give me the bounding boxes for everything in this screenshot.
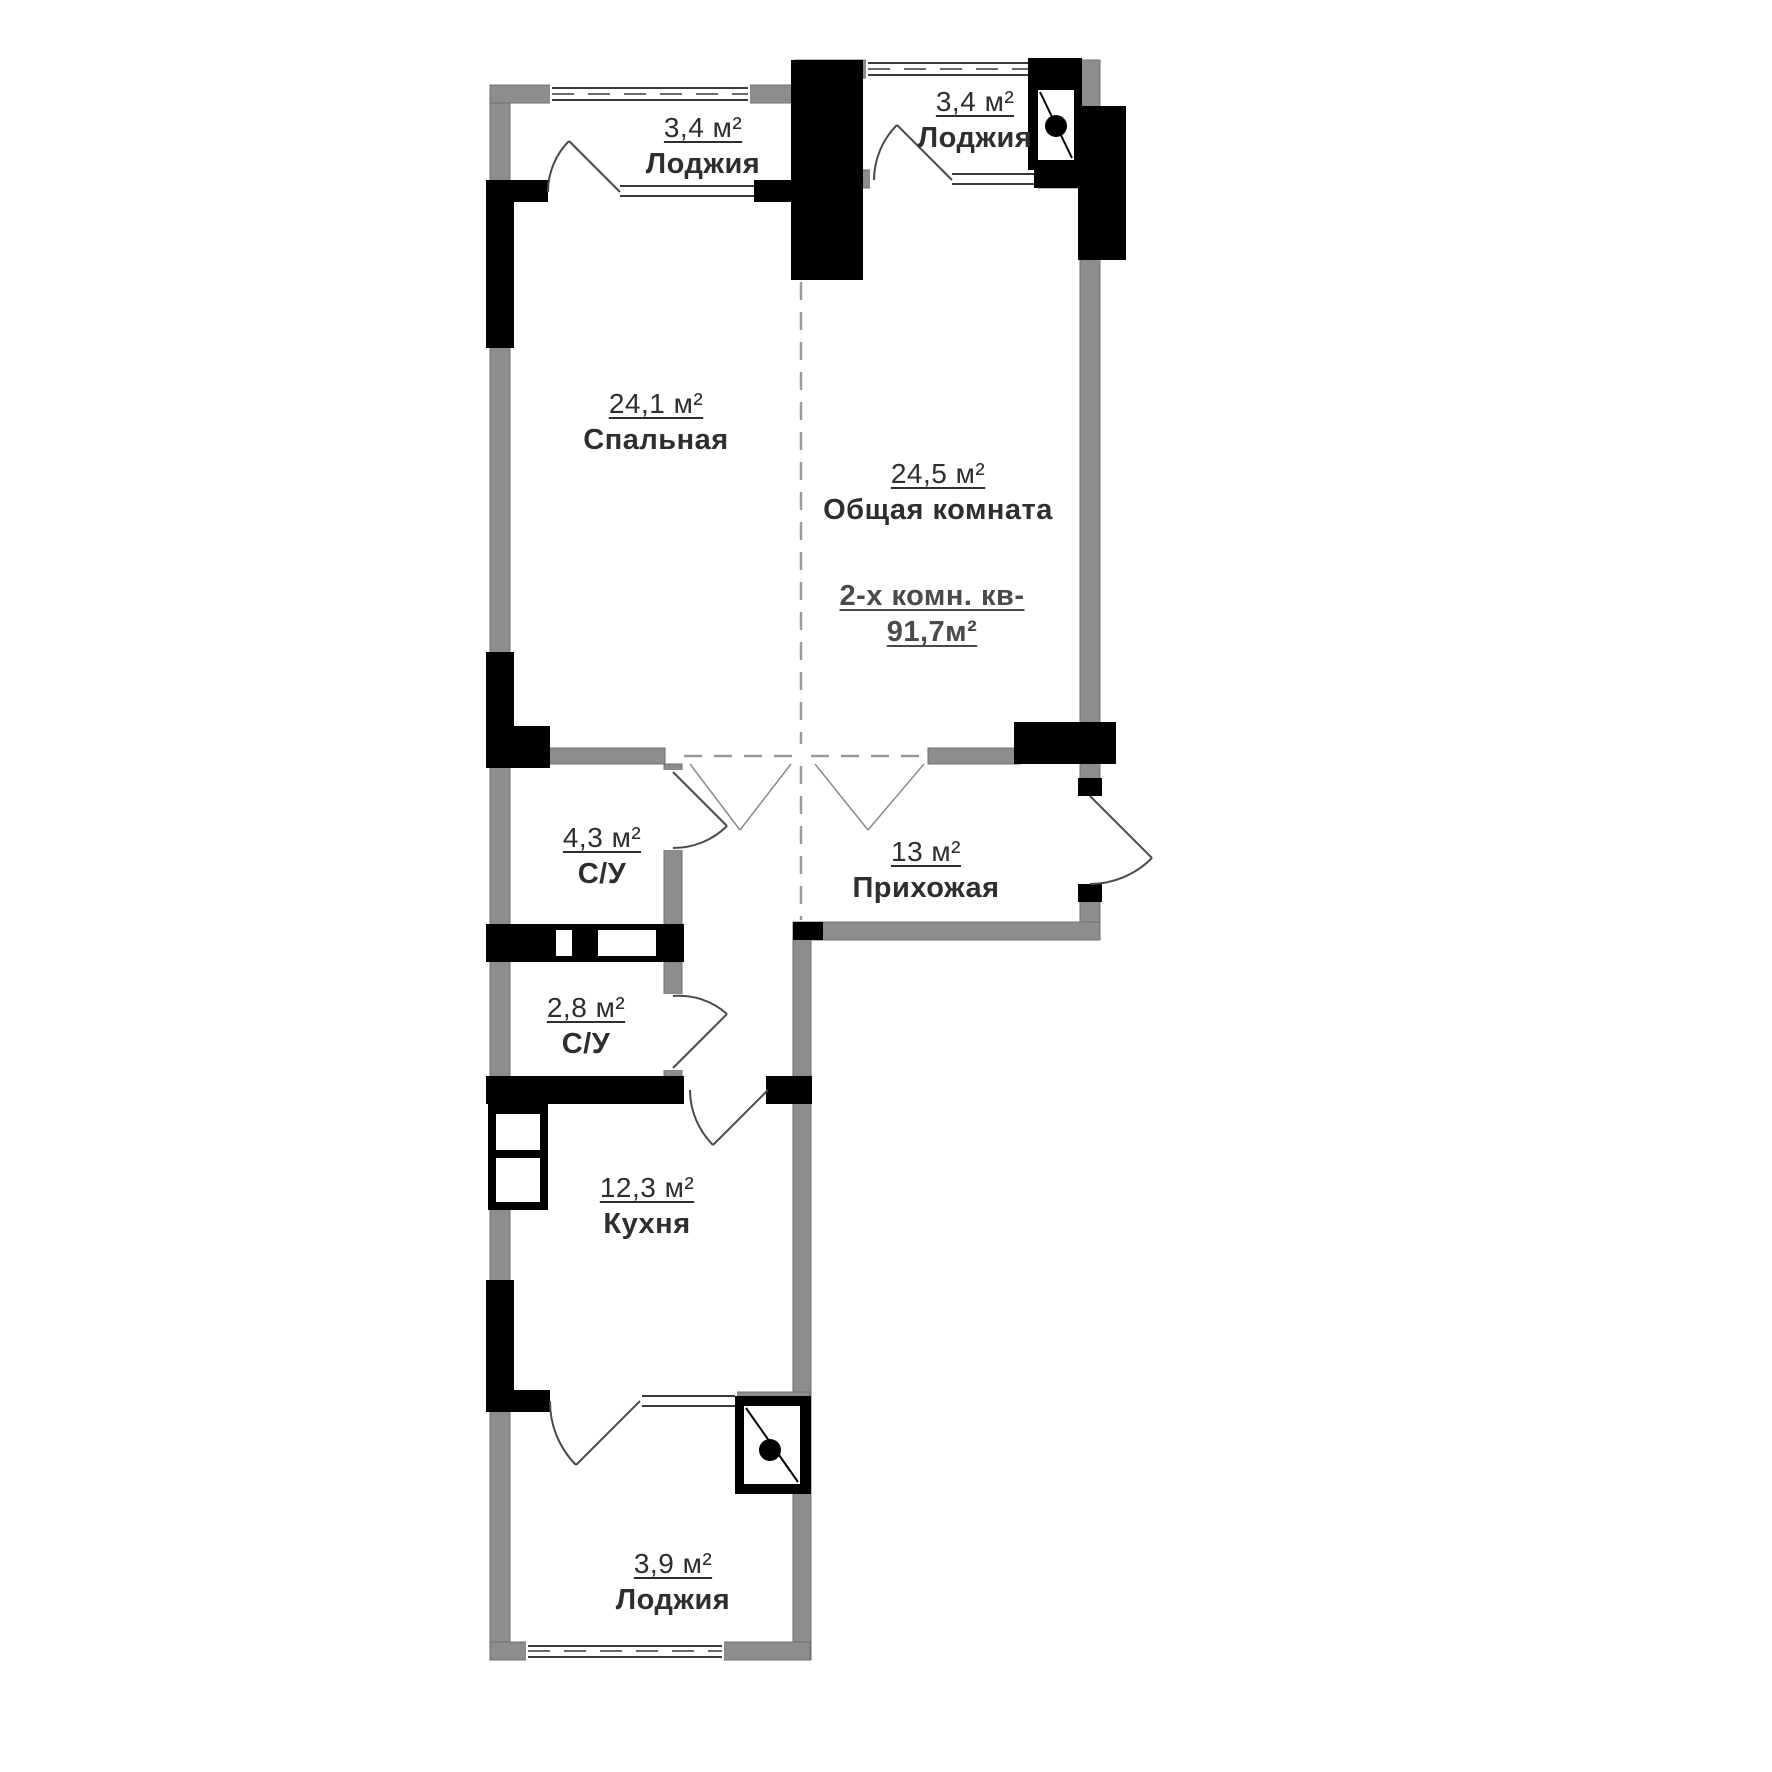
door-bathroom-1 — [672, 771, 728, 850]
door-leaf — [672, 771, 728, 827]
door-gap — [870, 166, 952, 192]
room-area: 13 м² — [891, 836, 961, 867]
pier-right-top — [1078, 106, 1126, 260]
wall-bath2-bottom — [486, 1076, 684, 1104]
door-leaf — [896, 124, 953, 181]
wall-kitchen-right — [792, 921, 812, 1661]
opening-line — [689, 763, 741, 831]
room-area: 24,5 м² — [890, 458, 986, 489]
jamb-divider-tl-right — [754, 180, 794, 202]
door-swings — [546, 124, 1153, 1466]
door-gap — [660, 994, 686, 1070]
jamb-hallway-step — [793, 922, 823, 940]
room-label-bathroom-2: 2,8 м² С/У — [547, 992, 625, 1061]
opening-line — [867, 763, 925, 831]
door-living-loggia — [873, 124, 953, 181]
jamb-kitchen-loggia-left — [486, 1390, 550, 1412]
door-gap — [546, 1388, 642, 1414]
door-bathroom-2 — [672, 994, 728, 1069]
door-arc — [546, 140, 570, 193]
windows — [526, 58, 1038, 1662]
room-name: С/У — [561, 1028, 611, 1060]
room-label-loggia-bottom: 3,9 м² Лоджия — [616, 1548, 730, 1617]
room-area: 2,8 м² — [546, 992, 626, 1023]
door-gaps — [546, 166, 1104, 1414]
room-area: 3,9 м² — [633, 1548, 713, 1579]
opening-line — [814, 763, 869, 831]
door-arc — [672, 994, 728, 1015]
window-bedroom-loggia — [618, 180, 758, 202]
door-bedroom-loggia — [546, 140, 621, 193]
vent-circle-bottom — [759, 1439, 781, 1461]
apartment-type: 2-х комн. кв- — [839, 580, 1025, 612]
opening-indicators — [689, 763, 925, 831]
wall-hallway-bottom — [794, 921, 1101, 941]
duct-slot — [496, 1114, 540, 1150]
room-area: 24,1 м² — [608, 388, 704, 419]
column-center-top — [791, 60, 863, 280]
door-arc — [873, 124, 898, 181]
pier-hallway-right — [1014, 722, 1116, 764]
door-leaf — [575, 1400, 641, 1466]
room-name: Лоджия — [615, 1584, 731, 1616]
room-label-kitchen: 12,3 м² Кухня — [600, 1172, 694, 1241]
window-living-loggia — [950, 168, 1038, 190]
pier-left-lower — [486, 1280, 514, 1404]
room-name: Лоджия — [645, 148, 761, 180]
vent-circle-top — [1045, 115, 1067, 137]
room-name: Кухня — [603, 1208, 691, 1240]
room-label-bedroom: 24,1 м² Спальная — [583, 388, 728, 457]
door-leaf — [712, 1089, 769, 1146]
room-area: 12,3 м² — [599, 1172, 695, 1203]
door-entrance — [1089, 795, 1153, 885]
apartment-total-area: 91,7м² — [886, 616, 978, 648]
jamb-divider-tl-left — [486, 180, 548, 202]
door-kitchen — [689, 1089, 769, 1146]
bath-band-slot — [598, 930, 656, 956]
jamb-kitchen-door — [766, 1076, 812, 1104]
pier-left-upper — [486, 180, 514, 348]
opening-line — [739, 763, 792, 831]
jamb-entrance-top — [1078, 778, 1102, 796]
duct-slot — [496, 1158, 540, 1202]
pier-bedroom-corner — [486, 726, 550, 768]
shaft-details — [496, 90, 1074, 1484]
window-loggia-tl — [550, 83, 750, 105]
room-name: Общая комната — [823, 494, 1053, 526]
room-name: С/У — [577, 858, 627, 890]
wall-living-bottom — [927, 747, 1021, 765]
window-loggia-tr — [866, 58, 1032, 80]
room-label-hallway: 13 м² Прихожая — [852, 836, 999, 905]
room-label-loggia-top-left: 3,4 м² Лоджия — [646, 112, 760, 181]
door-gap — [660, 770, 686, 850]
jamb-entrance-bottom — [1078, 884, 1102, 902]
window-kitchen-loggia — [640, 1390, 737, 1412]
door-leaf — [1089, 795, 1153, 859]
door-arc — [689, 1089, 714, 1146]
room-area: 3,4 м² — [663, 112, 743, 143]
window-loggia-bottom — [526, 1640, 724, 1662]
door-arc — [1089, 857, 1153, 885]
door-gap — [1078, 794, 1104, 886]
room-name: Прихожая — [852, 872, 1000, 904]
room-name: Спальная — [583, 424, 729, 456]
door-gap — [546, 178, 620, 204]
room-label-living-room: 24,5 м² Общая комната — [823, 458, 1053, 527]
room-name: Лоджия — [917, 122, 1033, 154]
room-label-bathroom-1: 4,3 м² С/У — [563, 822, 641, 891]
apartment-summary: 2-х комн. кв- 91,7м² — [839, 580, 1024, 649]
jamb-divider-tr-right — [1034, 168, 1082, 188]
door-arc — [672, 825, 728, 850]
bath-band-slot — [556, 930, 572, 956]
door-kitchen-loggia — [548, 1400, 641, 1466]
room-area: 4,3 м² — [562, 822, 642, 853]
door-leaf — [568, 140, 621, 193]
room-area: 3,4 м² — [935, 86, 1015, 117]
room-label-loggia-top-right: 3,4 м² Лоджия — [918, 86, 1032, 155]
door-arc — [548, 1400, 577, 1466]
dashed-partitions — [684, 282, 928, 920]
door-leaf — [672, 1013, 728, 1069]
